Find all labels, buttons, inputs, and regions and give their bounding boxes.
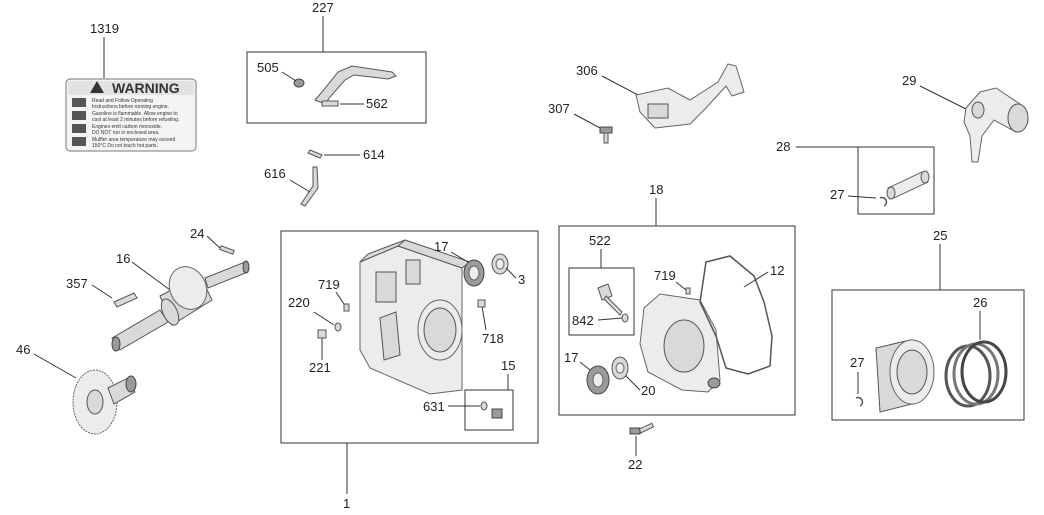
callout-719a: 719 (318, 277, 340, 292)
callout-46: 46 (16, 342, 30, 357)
o-ring-part (621, 313, 629, 323)
group-1: 1 17 3 719 220 221 718 15 (280, 230, 539, 511)
warning-line: DO NOT run in enclosed area. (92, 130, 159, 136)
callout-26: 26 (973, 295, 987, 310)
callout-631: 631 (423, 399, 445, 414)
crankshaft-group: 24 16 357 46 (16, 226, 250, 435)
bolt-part (321, 100, 339, 107)
warning-line: Gasoline is flammable. Allow engine to (92, 111, 178, 117)
callout-505: 505 (257, 60, 279, 75)
callout-1319: 1319 (90, 21, 119, 36)
washer-part (293, 78, 305, 88)
washer-220-part (334, 322, 342, 332)
callout-616: 616 (264, 166, 286, 181)
key-357-part (113, 292, 138, 308)
dipstick-part (597, 283, 613, 301)
key-part (219, 245, 235, 255)
bracket-group: 306 307 (548, 63, 745, 144)
dowel-719b-part (685, 287, 691, 295)
exhaust-icon (72, 124, 86, 133)
warning-triangle-icon (90, 81, 104, 93)
callout-28: 28 (776, 139, 790, 154)
warning-line: Muffler area temperature may exceed (92, 137, 176, 143)
connecting-rod-group: 29 (902, 73, 1029, 163)
callout-29: 29 (902, 73, 916, 88)
callout-614: 614 (363, 147, 385, 162)
callout-562: 562 (366, 96, 388, 111)
callout-24: 24 (190, 226, 204, 241)
callout-357: 357 (66, 276, 88, 291)
callout-227: 227 (312, 0, 334, 15)
callout-3: 3 (518, 272, 525, 287)
circlip-part (879, 196, 888, 207)
shaft-part (300, 166, 319, 207)
governor-shaft-parts: 614 616 (264, 147, 385, 207)
callout-17b: 17 (564, 350, 578, 365)
callout-842: 842 (572, 313, 594, 328)
manual-icon (72, 98, 86, 107)
callout-27b: 27 (850, 355, 864, 370)
callout-18: 18 (649, 182, 663, 197)
callout-17a: 17 (434, 239, 448, 254)
group-25: 25 26 27 (831, 228, 1025, 421)
callout-306: 306 (576, 63, 598, 78)
callout-12: 12 (770, 263, 784, 278)
group-227: 227 505 562 (246, 0, 427, 124)
gasket-part (699, 255, 773, 375)
callout-25: 25 (933, 228, 947, 243)
warning-line: Instructions before running engine. (92, 104, 169, 110)
callout-307: 307 (548, 101, 570, 116)
hot-surface-icon (72, 137, 86, 146)
callout-27a: 27 (830, 187, 844, 202)
governor-arm-part (314, 65, 397, 105)
group-28: 28 27 (776, 139, 935, 215)
callout-522: 522 (589, 233, 611, 248)
warning-line: 150°C Do not touch hot parts. (92, 143, 158, 149)
callout-1: 1 (343, 496, 350, 511)
callout-20: 20 (641, 383, 655, 398)
warning-line: Read and Follow Operating (92, 98, 153, 104)
warning-label: WARNING Read and Follow Operating Instru… (65, 37, 197, 152)
drain-washer-part (480, 401, 488, 411)
bolt-22-group: 22 (628, 422, 655, 472)
callout-718: 718 (482, 331, 504, 346)
bolt-221-part (317, 329, 327, 339)
warning-line: Engines emit carbon monoxide. (92, 124, 162, 130)
dowel-pin-part (343, 303, 350, 312)
circlip-27b-part (855, 396, 864, 407)
piston-ring-part (960, 340, 1008, 404)
callout-15: 15 (501, 358, 515, 373)
callout-22: 22 (628, 457, 642, 472)
group-18: 18 522 842 12 719 17 20 (558, 182, 796, 416)
pin-718-part (477, 299, 486, 308)
callout-719b: 719 (654, 268, 676, 283)
callout-16: 16 (116, 251, 130, 266)
callout-221: 221 (309, 360, 331, 375)
bolt-22-part (629, 427, 641, 435)
callout-220: 220 (288, 295, 310, 310)
pin-part (307, 149, 323, 159)
warning-title: WARNING (112, 80, 180, 96)
bolt-307-part (599, 126, 613, 134)
warning-line: cool at least 2 minutes before refueling… (92, 117, 179, 123)
fire-icon (72, 111, 86, 120)
drain-plug-part (491, 408, 503, 419)
